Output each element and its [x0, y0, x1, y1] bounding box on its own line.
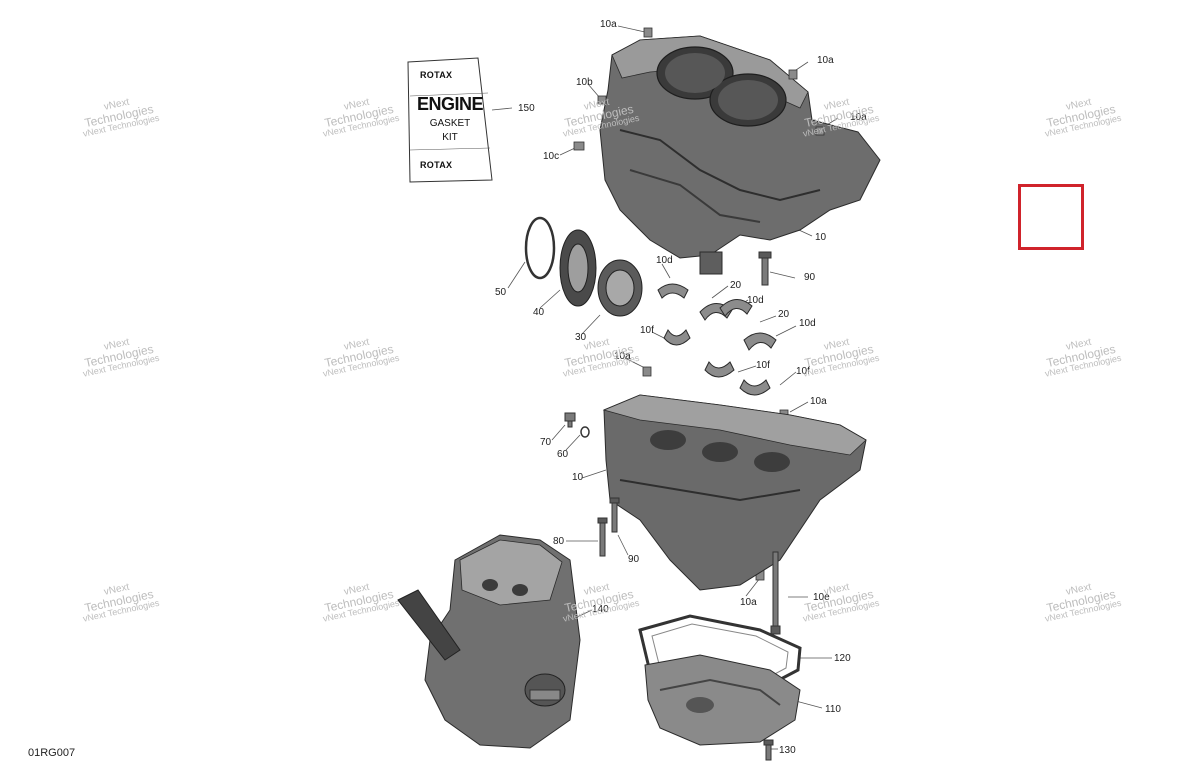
callout-label: 30	[575, 332, 587, 343]
gasket-kit-card-outline	[407, 57, 493, 183]
screw-70-washer-60	[564, 412, 590, 438]
callout-label: 60	[557, 449, 569, 460]
upper-crankcase	[599, 35, 881, 275]
bearing-assembly	[524, 216, 643, 317]
callout-label: 40	[533, 307, 545, 318]
kit-line-gasket: GASKET	[429, 118, 471, 129]
callout-label: 10f	[756, 360, 770, 371]
bolt-90-upper	[758, 251, 772, 286]
kit-title: ENGINE	[416, 94, 484, 114]
callout-label: 140	[592, 604, 609, 615]
callout-label: 10e	[813, 592, 830, 603]
callout-label: 20	[730, 280, 742, 291]
callout-label: 90	[628, 554, 640, 565]
lower-crankcase	[602, 394, 867, 591]
bolts-lower	[597, 497, 781, 635]
callout-label: 50	[495, 287, 507, 298]
callout-label: 130	[779, 745, 796, 756]
callout-label: 10a	[740, 597, 757, 608]
callout-label: 10a	[850, 112, 867, 123]
bolt-130	[763, 739, 774, 761]
rotax-logo-top: ROTAX	[420, 70, 453, 80]
callout-label: 150	[518, 103, 535, 114]
callout-label: 20	[778, 309, 790, 320]
selection-highlight-box[interactable]	[1018, 184, 1084, 250]
callout-label: 10	[815, 232, 827, 243]
oil-pan	[644, 654, 801, 746]
callout-label: 10d	[799, 318, 816, 329]
rotax-logo-bottom: ROTAX	[420, 160, 453, 170]
kit-line-kit: KIT	[442, 132, 458, 143]
diagram-id-code: 01RG007	[28, 747, 76, 759]
callout-label: 90	[804, 272, 816, 283]
callout-label: 10d	[656, 255, 673, 266]
callout-label: 70	[540, 437, 552, 448]
callout-label: 10f	[796, 366, 810, 377]
callout-label: 10b	[576, 77, 593, 88]
callout-label: 10a	[600, 19, 617, 30]
callout-label: 10f	[640, 325, 654, 336]
gasket-kit-card: ROTAX ENGINE GASKET KIT ROTAX	[408, 60, 492, 180]
callout-label: 10c	[543, 151, 560, 162]
engine-assembly	[397, 534, 581, 749]
callout-label: 10a	[810, 396, 827, 407]
bearing-shells	[657, 283, 777, 396]
callout-label: 120	[834, 653, 851, 664]
callout-label: 80	[553, 536, 565, 547]
callout-label: 10a	[614, 351, 631, 362]
callout-label: 110	[825, 704, 841, 715]
callout-label: 10d	[747, 295, 764, 306]
callout-label: 10	[572, 472, 584, 483]
callout-label: 10a	[817, 55, 834, 66]
